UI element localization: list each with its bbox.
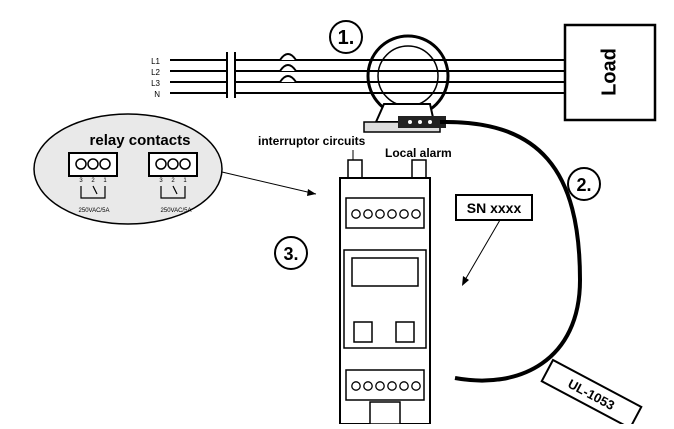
label-n: N [154,90,160,99]
serial-arrowhead [462,276,469,286]
step-1-label: 1. [338,27,355,49]
ul-tag: UL-1053 [540,358,643,429]
relay-right-rating: 250VAC/5A [161,208,192,214]
relay-title: relay contacts [90,132,191,149]
relay-right-schematic [160,185,186,199]
interruptor-label: interruptor circuits [258,134,366,148]
relay-screws [75,158,191,170]
load-label: Load [598,48,620,96]
relay-right-term-3: 1 [183,178,187,184]
serial-pointer [464,219,501,281]
local-alarm-label: Local alarm [385,146,452,160]
switch-gap [226,52,236,98]
device-button-right [395,321,415,343]
serial-label: SN xxxx [467,200,522,216]
monitor-device [339,159,431,425]
step-2-marker [567,167,601,201]
sensor-cable [439,119,583,383]
device-button-left [353,321,373,343]
step-3-label: 3. [283,244,298,264]
relay-pointer [221,171,317,195]
relay-left-schematic [80,185,106,199]
step-1-marker [329,20,363,54]
relay-left-term-2: 2 [91,178,95,184]
label-l3: L3 [151,79,160,88]
relay-arrowhead [307,189,316,196]
device-display [351,257,419,287]
relay-right-term-1: 3 [159,178,163,184]
serial-label-box [455,194,533,221]
label-l2: L2 [151,68,160,77]
step-3-marker [274,236,308,270]
step-2-label: 2. [576,175,591,195]
relay-left-term-3: 1 [103,178,107,184]
current-sensor [363,34,450,133]
relay-left-rating: 250VAC/5A [79,208,110,214]
relay-callout: relay contacts 3 2 1 3 2 1 250VAC/5A 250… [33,113,223,225]
fuse-symbols [279,53,297,83]
load-box [563,23,657,122]
label-l1: L1 [151,57,160,66]
switch-contacts [226,52,236,98]
relay-right-term-2: 2 [171,178,175,184]
relay-left-term-1: 3 [79,178,83,184]
